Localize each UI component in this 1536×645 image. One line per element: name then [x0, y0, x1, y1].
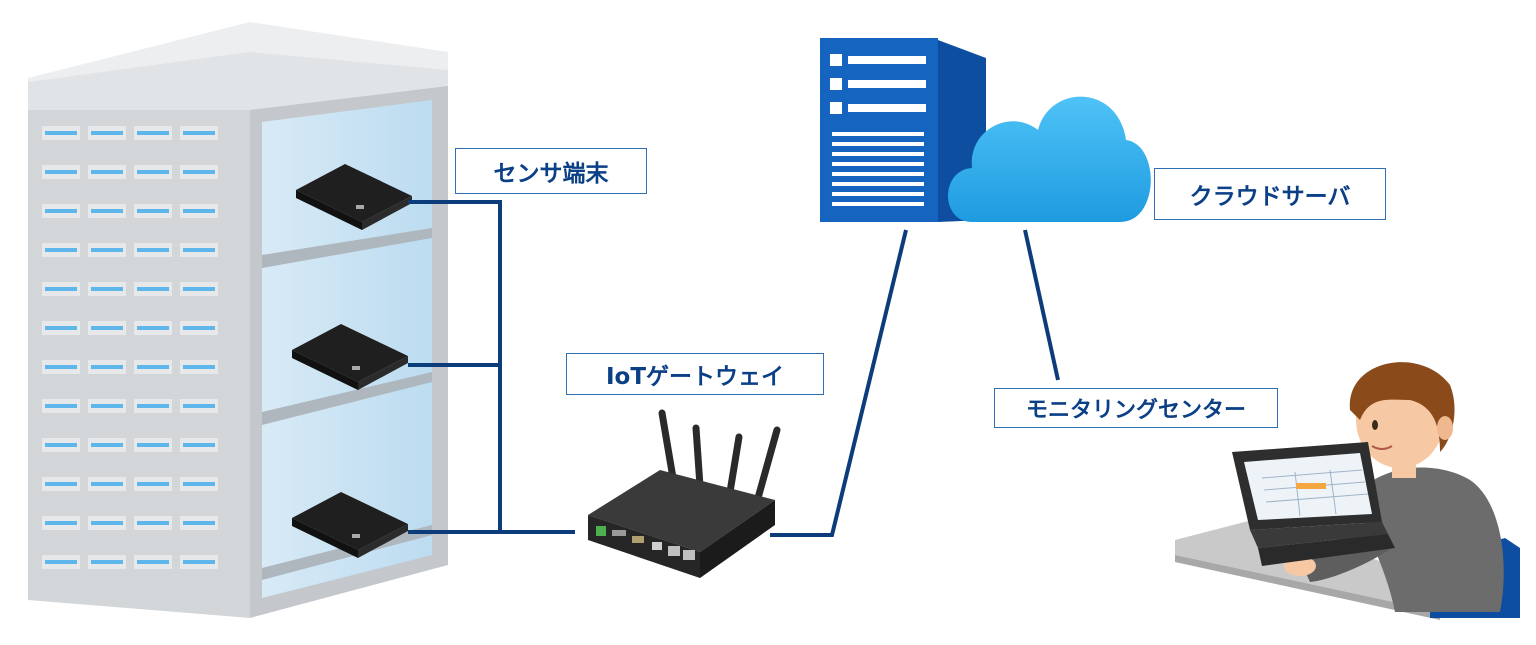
rack-vent-light [137, 131, 169, 135]
rack-vent-light [137, 209, 169, 213]
iot-gateway-router-icon [588, 409, 781, 578]
rack-vent-light [91, 521, 123, 525]
rack-vent-light [183, 365, 215, 369]
rack-vents [42, 126, 218, 569]
rack-vent-light [91, 326, 123, 330]
rack-vent-light [91, 482, 123, 486]
rack-vent-light [45, 365, 77, 369]
rack-vent-light [137, 287, 169, 291]
rack-vent-light [137, 326, 169, 330]
rack-vent-light [45, 521, 77, 525]
rack-vent-light [91, 131, 123, 135]
rack-vent-light [91, 404, 123, 408]
sensor-terminal-label: センサ端末 [455, 148, 647, 194]
rack-vent-light [183, 482, 215, 486]
rack-vent-light [91, 365, 123, 369]
rack-vent-light [183, 170, 215, 174]
rack-vent-light [137, 560, 169, 564]
rack-vent-light [45, 287, 77, 291]
rack-vent-light [183, 248, 215, 252]
rack-vent-light [45, 404, 77, 408]
rack-vent-light [137, 365, 169, 369]
cloud-icon [948, 96, 1151, 222]
rack-vent-light [183, 443, 215, 447]
rack-vent-light [91, 170, 123, 174]
rack-vent-light [45, 482, 77, 486]
rack-vent-light [183, 521, 215, 525]
rack-vent-light [91, 248, 123, 252]
monitoring-center-label: モニタリングセンター [994, 388, 1278, 428]
rack-vent-light [45, 560, 77, 564]
cloud-server-label: クラウドサーバ [1154, 168, 1386, 220]
rack-vent-light [45, 326, 77, 330]
rack-vent-light [183, 404, 215, 408]
sensor-device-icon [292, 492, 408, 558]
rack-vent-light [183, 287, 215, 291]
rack-vent-light [45, 131, 77, 135]
sensor-device-icon [292, 324, 408, 390]
rack-vent-light [183, 560, 215, 564]
rack-vent-light [137, 404, 169, 408]
sensor-device-icon [296, 164, 412, 230]
rack-vent-light [137, 482, 169, 486]
rack-vent-light [91, 209, 123, 213]
rack-vent-light [137, 443, 169, 447]
rack-vent-light [45, 170, 77, 174]
rack-vent-light [137, 248, 169, 252]
rack-vent-light [91, 287, 123, 291]
rack-vent-light [137, 170, 169, 174]
rack-vent-light [91, 560, 123, 564]
rack-vent-light [183, 209, 215, 213]
rack-vent-light [183, 326, 215, 330]
rack-vent-light [45, 248, 77, 252]
rack-vent-light [45, 209, 77, 213]
rack-vent-light [45, 443, 77, 447]
operator-laptop-icon [1175, 362, 1520, 620]
rack-vent-light [183, 131, 215, 135]
connection-lines [408, 200, 1060, 537]
rack-vent-light [91, 443, 123, 447]
iot-gateway-label: IoTゲートウェイ [566, 353, 824, 395]
rack-vent-light [137, 521, 169, 525]
